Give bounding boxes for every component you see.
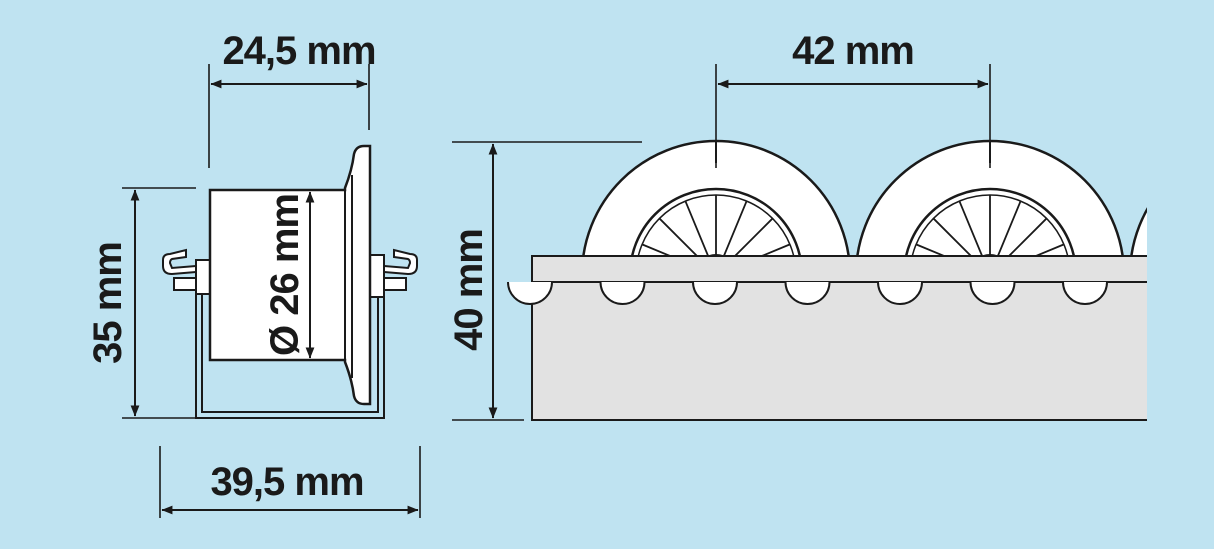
channel-profile-inner	[201, 272, 379, 413]
wheel-spoke	[722, 200, 748, 257]
wheel-spoke	[658, 217, 703, 262]
side-view	[452, 64, 1214, 421]
right-flange	[383, 248, 418, 276]
rail-pocket	[784, 281, 831, 305]
rail-pocket	[507, 281, 553, 305]
axle-right	[369, 254, 385, 298]
left-flange	[162, 248, 197, 276]
rail-pocket	[969, 281, 1016, 305]
label-roller-width: 24,5 mm	[222, 29, 375, 73]
label-roller-pitch: 42 mm	[792, 29, 914, 73]
label-profile-width: 39,5 mm	[210, 460, 363, 504]
rail-pocket	[692, 281, 738, 305]
wheel-spoke	[1190, 283, 1214, 306]
rail-pocket	[599, 281, 646, 305]
wheel-spoke	[729, 217, 774, 262]
cross-section-view	[122, 64, 421, 518]
wheel-spoke	[932, 217, 977, 262]
rail-pocket	[1156, 282, 1200, 304]
channel-profile	[195, 270, 385, 419]
label-roller-diameter: Ø 26 mm	[263, 194, 307, 356]
wheel-spoke	[958, 200, 984, 257]
wheel-spoke	[1003, 217, 1048, 262]
wheel-spoke	[1190, 244, 1214, 267]
left-flange-lip	[173, 277, 197, 291]
wheel-spoke	[1207, 289, 1214, 331]
axle-left	[195, 259, 211, 295]
wheel-spoke	[996, 200, 1022, 257]
label-track-height: 40 mm	[447, 229, 491, 351]
rail-scallops	[507, 281, 1200, 305]
wheel-spoke	[1207, 218, 1214, 260]
label-profile-height: 35 mm	[86, 242, 130, 364]
rail-pocket	[1062, 281, 1108, 305]
right-flange-lip	[383, 277, 407, 291]
roller-body	[208, 144, 372, 406]
rail-top-strip	[531, 255, 1147, 283]
wheel-spoke	[684, 200, 710, 257]
rail-pocket	[877, 281, 923, 305]
